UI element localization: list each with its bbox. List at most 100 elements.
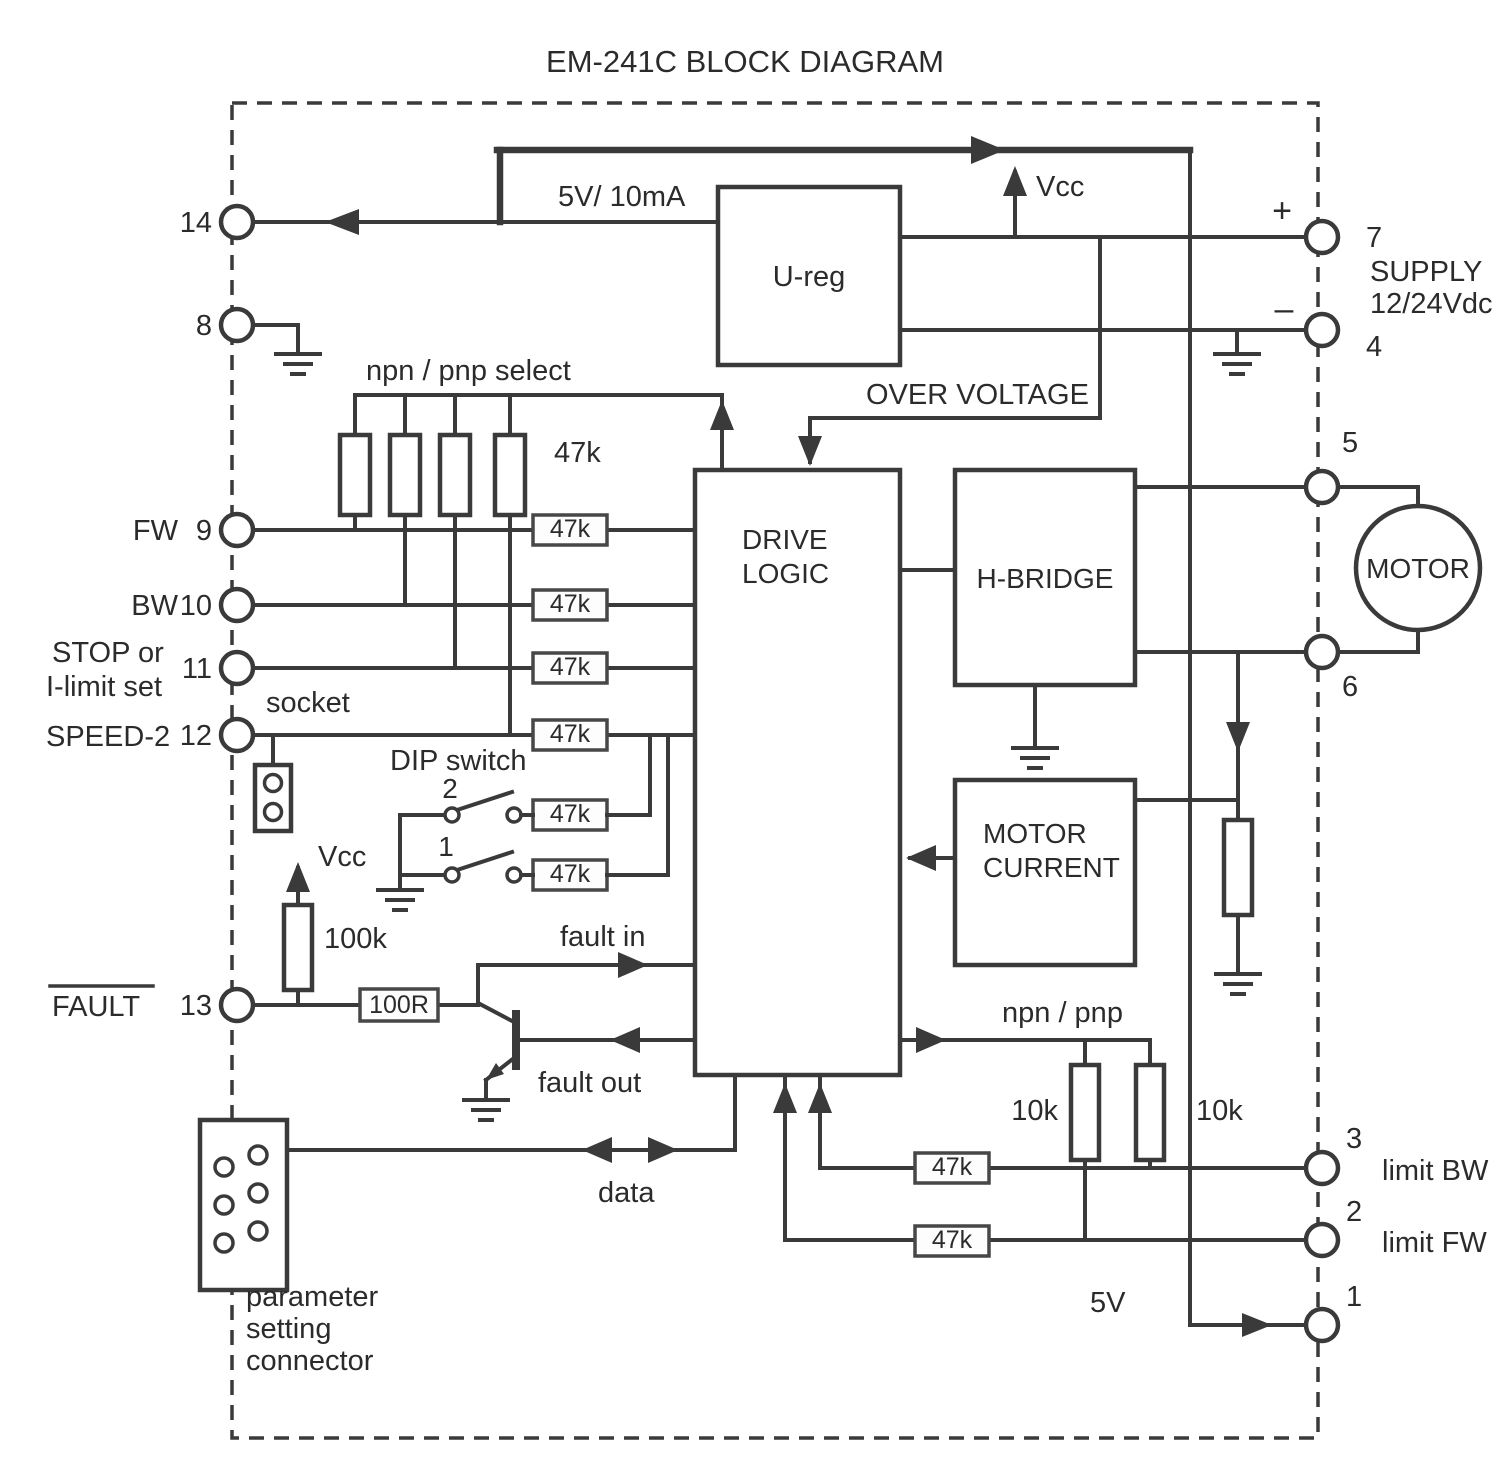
terminal-number-12: 12 [180,720,212,752]
label-connector-line2: setting [246,1313,331,1345]
label-socket: socket [266,687,350,719]
resistor-value: 100R [369,991,429,1019]
resistor-body [358,987,440,1023]
terminal-number-2: 2 [1346,1196,1362,1228]
resistor-47k-pullup-2 [387,432,423,518]
resistor-body [913,1224,991,1258]
label-stop-line1: STOP or [52,637,164,669]
label-47k-pullups: 47k [554,437,601,469]
drive-logic-block: DRIVE LOGIC [692,467,903,1078]
resistor-47k-pullup-1 [337,432,373,518]
label-fault-in: fault in [560,921,645,953]
resistor-sense [1221,817,1255,918]
arrowhead [1226,722,1250,752]
arrowhead [798,436,822,466]
terminal-13 [218,986,256,1024]
arrowhead [916,1027,946,1053]
net-terminal-8 [246,323,300,356]
resistor-value: 47k [550,860,591,888]
net-supply-minus [898,328,1310,356]
block-body [692,467,903,1078]
resistor-value: 47k [550,720,591,748]
ground-symbol [1213,352,1261,376]
label-vcc-pullup: Vcc [318,841,366,873]
label-10k-right: 10k [1196,1095,1243,1127]
arrowhead [1003,166,1027,196]
connector-pin [213,1156,235,1178]
terminal-number-5: 5 [1342,427,1358,459]
arrowhead [710,400,734,430]
dip-switch-2-contact [505,806,523,824]
resistor-box-47k-fw: 47k [531,513,609,547]
label-10k-left: 10k [1011,1095,1058,1127]
label-fault: FAULT [52,991,140,1023]
label-dip-switch: DIP switch [390,745,526,777]
terminal-10 [218,586,256,624]
h-bridge-block: H-BRIDGE [952,467,1138,688]
block-body [715,184,903,368]
label-dip-2: 2 [442,773,458,804]
terminal-number-7: 7 [1366,222,1382,254]
arrowhead [325,209,359,235]
fault-circuit [251,862,697,1053]
label-speed2: SPEED-2 [46,721,170,753]
resistor-47k-pullup-4 [492,432,528,518]
resistor-body [913,1151,991,1185]
label-supply-line2: 12/24Vdc [1370,288,1493,320]
resistor-value: 47k [550,590,591,618]
block-label: MOTOR [1366,553,1470,584]
net-5v-aux [250,136,1310,1337]
block-label: CURRENT [983,852,1120,883]
terminal-2 [1303,1221,1341,1259]
terminal-5 [1303,468,1341,506]
terminal-number-6: 6 [1342,671,1358,703]
terminal-number-1: 1 [1346,1281,1362,1313]
connector-body [197,1117,290,1293]
resistor-body [531,513,609,547]
label-bw: BW [131,590,178,622]
fault-transistor [475,1000,520,1102]
board-outline [230,101,1320,1440]
resistor-box-47k-stop: 47k [531,651,609,685]
dip-switch-1-contact [505,866,523,884]
resistor-box-47k-limit-fw: 47k [913,1224,991,1258]
arrowhead [618,952,648,978]
resistor-box-47k-limit-bw: 47k [913,1151,991,1185]
label-stop-line2: I-limit set [46,671,162,703]
label-npn-pnp: npn / pnp [1002,997,1123,1029]
terminal-12 [218,716,256,754]
resistor-box-47k-speed2: 47k [531,718,609,752]
net-npn-pnp-out [898,1027,1167,1242]
connector-pin [247,1220,269,1242]
block-label: H-BRIDGE [977,563,1114,594]
resistor-47k-pullup-3 [437,432,473,518]
label-over-voltage: OVER VOLTAGE [866,379,1089,411]
socket-symbol [252,762,294,834]
socket-pin [262,801,284,823]
label-vcc-top: Vcc [1036,171,1084,203]
resistor-body [531,718,609,752]
terminal-11 [218,649,256,687]
label-plus: + [1272,192,1292,230]
resistor-box-47k-dip1: 47k [531,858,609,892]
resistor-box-100r: 100R [358,987,440,1023]
terminal-number-14: 14 [180,207,212,239]
label-minus: – [1275,290,1294,328]
terminal-7 [1303,218,1341,256]
arrowhead [648,1137,678,1163]
resistor-value: 47k [550,515,591,543]
dip-switch-2-contact [443,806,461,824]
ground-symbol [1214,972,1262,996]
ground-symbol [1011,746,1059,770]
terminal-number-10: 10 [180,590,212,622]
terminal-4 [1303,311,1341,349]
label-5v-10ma: 5V/ 10mA [558,181,686,213]
arrowhead [610,1027,640,1053]
label-limit-fw: limit FW [1382,1227,1487,1259]
dip-switch-circuit [398,733,670,890]
parameter-connector [197,1117,290,1293]
label-5v-bottom: 5V [1090,1287,1126,1319]
resistor-value: 47k [550,653,591,681]
net-motor [898,485,1420,976]
terminal-8 [218,306,256,344]
